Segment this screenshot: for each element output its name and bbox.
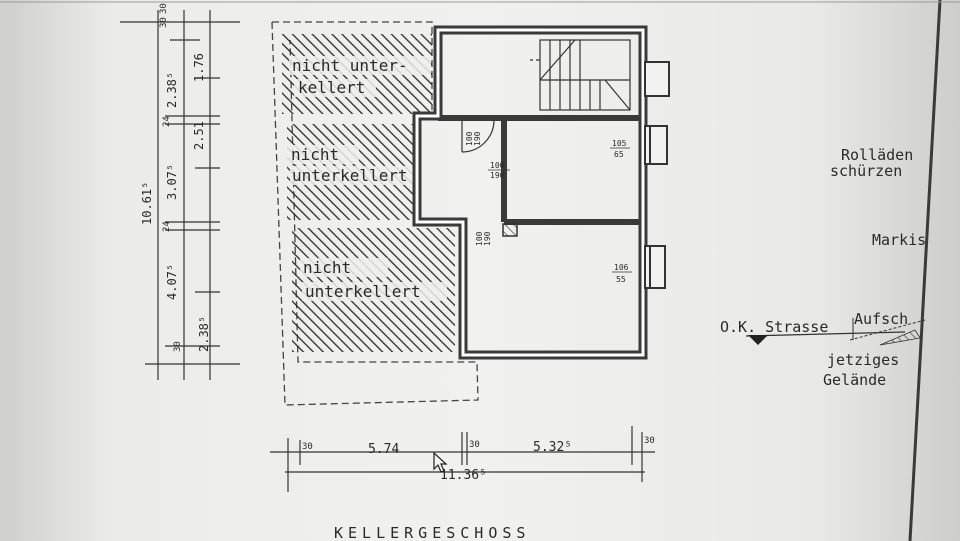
street-level-marker	[745, 318, 926, 346]
bottom-dimension-lines	[270, 426, 655, 492]
dashed-outline	[271, 21, 479, 406]
dim-left-10: 2.38⁵	[197, 316, 211, 352]
right-notes: Rolläden schürzen Markis O.K. Strasse Au…	[720, 146, 926, 389]
opening-4-bottom: 190	[473, 131, 482, 146]
opening-1-top: 100	[490, 161, 505, 170]
label-bg	[289, 56, 431, 75]
opening-2-bottom: 65	[614, 150, 624, 159]
drawing-title: KELLERGESCHOSS	[334, 524, 530, 541]
dim-bottom-1: 30	[302, 442, 313, 452]
left-dimension-labels: 10.61⁵ 30 3.07⁵ 24 2.51 2.38⁵ 1.76 24 4.…	[140, 3, 211, 352]
zone-2-line-1: nicht	[291, 145, 339, 164]
dim-bottom-5: 30	[644, 436, 655, 446]
note-schuerzen: schürzen	[830, 162, 902, 180]
dim-left-3: 24	[162, 116, 172, 127]
dim-left-5: 2.38⁵	[165, 72, 179, 108]
hatched-zone-labels: nicht unter- kellert nicht unterkellert …	[291, 56, 421, 301]
mouse-cursor-icon	[433, 451, 448, 473]
monitor-edge	[908, 0, 942, 541]
note-rolladen: Rolläden	[841, 146, 913, 164]
bottom-dimension-labels: 30 5.74 30 5.32⁵ 30 11.36⁵	[302, 436, 655, 483]
dim-bottom-total: 11.36⁵	[440, 468, 487, 483]
zone-1-line-1: nicht unter-	[292, 56, 408, 75]
zone-3-line-2: unterkellert	[305, 282, 421, 301]
dim-left-8: 4.07⁵	[165, 264, 179, 300]
chimney	[502, 223, 518, 237]
opening-labels: 100 190 105 65 106 55 100 190 100 190	[465, 131, 632, 284]
opening-5-bottom: 190	[483, 231, 492, 246]
dim-left-11: 30	[159, 17, 169, 28]
dim-bottom-2: 5.74	[368, 442, 399, 457]
opening-3-top: 106	[614, 263, 629, 272]
label-bg	[300, 258, 388, 277]
windows	[644, 61, 670, 289]
opening-5-top: 100	[475, 231, 484, 246]
label-bg	[290, 166, 415, 185]
opening-4-top: 100	[465, 131, 474, 146]
label-bg	[302, 282, 447, 301]
opening-1-bottom: 190	[490, 171, 505, 180]
wall-inner-line	[415, 28, 645, 357]
zone-3-line-1: nicht	[303, 258, 351, 277]
dim-left-7: 24	[162, 221, 172, 232]
note-markis: Markis	[872, 231, 926, 249]
label-bg	[294, 79, 376, 97]
staircase	[530, 39, 631, 111]
opening-2-top: 105	[612, 139, 627, 148]
dim-left-1: 30	[159, 3, 169, 14]
note-ok-strasse: O.K. Strasse	[720, 318, 828, 336]
note-aufsch: Aufsch	[854, 310, 908, 328]
dim-bottom-3: 30	[469, 440, 480, 450]
label-bg	[287, 145, 359, 164]
dim-left-4: 2.51	[192, 121, 206, 150]
note-gelaende: Gelände	[823, 371, 886, 389]
note-jetziges: jetziges	[827, 351, 899, 369]
dim-bottom-4: 5.32⁵	[533, 440, 572, 455]
zone-2-line-2: unterkellert	[292, 166, 408, 185]
dim-left-2: 3.07⁵	[165, 164, 179, 200]
dim-total-height: 10.61⁵	[140, 182, 154, 225]
dim-left-6: 1.76	[192, 53, 206, 82]
door-swing	[461, 119, 495, 153]
opening-3-bottom: 55	[616, 275, 626, 284]
left-dimension-lines	[120, 10, 240, 380]
zone-1-line-2: kellert	[298, 78, 365, 97]
dim-left-9: 30	[173, 341, 183, 352]
